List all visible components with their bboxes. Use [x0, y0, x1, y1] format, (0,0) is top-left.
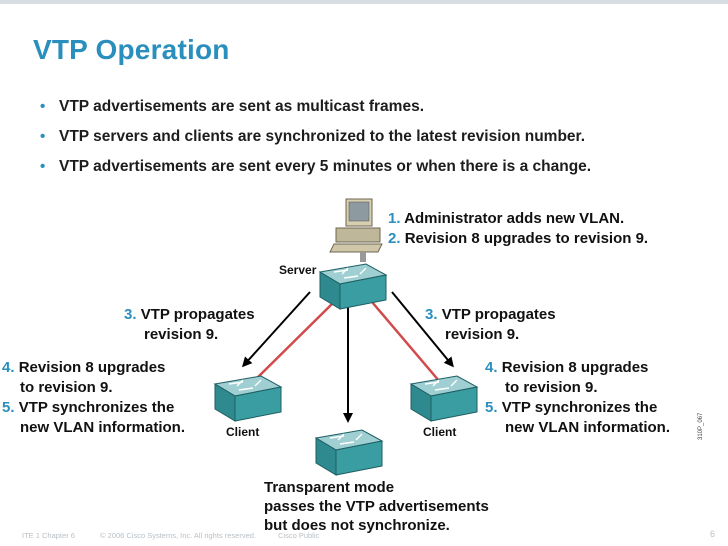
admin-steps: 1. Administrator adds new VLAN. 2. Revis… — [388, 209, 648, 249]
bullet-text: VTP servers and clients are synchronized… — [59, 128, 586, 145]
top-rule — [0, 0, 728, 4]
trunk-link-left — [252, 301, 335, 383]
bullet-icon: • — [40, 158, 46, 175]
client-switch-left-icon — [213, 375, 283, 422]
bullet-icon: • — [40, 98, 46, 115]
figure-code: 310P_067 — [698, 412, 704, 440]
client-left-steps: 4. Revision 8 upgrades to revision 9. 5.… — [2, 359, 185, 436]
bullet-item: • VTP advertisements are sent every 5 mi… — [40, 158, 591, 188]
footer-copyright: © 2006 Cisco Systems, Inc. All rights re… — [100, 531, 257, 540]
transparent-note: Transparent mode passes the VTP advertis… — [264, 479, 489, 534]
slide-title: VTP Operation — [33, 34, 230, 65]
computer-icon — [329, 198, 383, 262]
bullet-list: • VTP advertisements are sent as multica… — [40, 98, 591, 188]
client-switch-right-icon — [409, 375, 479, 422]
admin-step: 1. Administrator adds new VLAN. — [388, 210, 625, 227]
bullet-item: • VTP advertisements are sent as multica… — [40, 98, 591, 128]
arrow-to-left-client — [241, 291, 311, 368]
server-label: Server — [279, 263, 317, 277]
bullet-text: VTP advertisements are sent as multicast… — [59, 98, 424, 115]
arrow-to-right-client — [391, 291, 454, 368]
bullet-item: • VTP servers and clients are synchroniz… — [40, 128, 591, 158]
admin-step: 2. Revision 8 upgrades to revision 9. — [388, 230, 649, 247]
footer-chapter: ITE 1 Chapter 6 — [22, 531, 75, 540]
trunk-link-right — [371, 301, 441, 383]
footer-page-number: 6 — [710, 529, 716, 539]
server-switch-icon — [318, 263, 388, 310]
footer-classification: Cisco Public — [278, 531, 320, 540]
transparent-switch-icon — [314, 429, 384, 476]
client-right-label: Client — [423, 425, 457, 439]
propagate-left-note: 3. VTP propagates revision 9. — [124, 306, 255, 343]
propagate-right-note: 3. VTP propagates revision 9. — [425, 306, 556, 343]
client-right-steps: 4. Revision 8 upgrades to revision 9. 5.… — [485, 359, 670, 436]
bullet-text: VTP advertisements are sent every 5 minu… — [59, 158, 592, 175]
bullet-icon: • — [40, 128, 46, 145]
client-left-label: Client — [226, 425, 260, 439]
